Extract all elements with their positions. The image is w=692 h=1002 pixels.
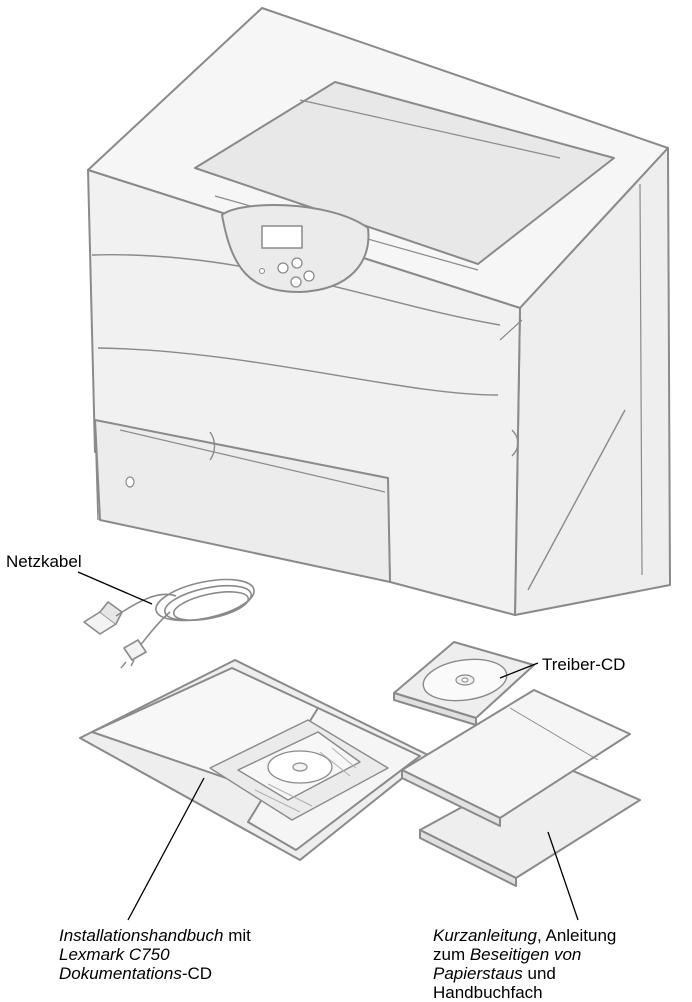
install-guide-title: Installationshandbuch [59, 926, 224, 945]
leader-line-power-cord [77, 571, 153, 605]
quick-reference-line-1-rest: , Anleitung [536, 926, 617, 945]
install-guide-product-name: Lexmark C750 [59, 945, 170, 964]
driver-cd-label-text: Treiber-CD [542, 655, 626, 674]
driver-cd-label: Treiber-CD [542, 655, 625, 674]
quick-reference-jams-title: Papierstaus [433, 964, 523, 983]
quick-reference-label: Kurzanleitung, Anleitung zum Beseitigen … [433, 926, 616, 1002]
install-guide-line-2: Lexmark C750 [59, 945, 251, 964]
power-cord-illustration [83, 578, 255, 669]
quick-reference-line-2: zum Beseitigen von [433, 945, 616, 964]
leader-line-quick-reference [547, 831, 579, 921]
quick-reference-line-1: Kurzanleitung, Anleitung [433, 926, 616, 945]
power-cord-label-text: Netzkabel [6, 552, 82, 571]
install-guide-line-3: Dokumentations-CD [59, 964, 251, 983]
quick-reference-manual-holder: Handbuchfach [433, 983, 543, 1002]
quick-reference-line-3-rest: und [522, 964, 556, 983]
quick-reference-clearing-title: Beseitigen von [469, 945, 582, 964]
documentation-booklet-illustration [79, 659, 431, 861]
install-guide-label: Installationshandbuch mit Lexmark C750 D… [59, 926, 251, 983]
install-guide-line-1: Installationshandbuch mit [59, 926, 251, 945]
quick-reference-line-3: Papierstaus und [433, 964, 616, 983]
printer-illustration [87, 7, 671, 616]
driver-cd-illustration [393, 641, 535, 726]
leader-line-driver-cd [499, 662, 539, 679]
quick-reference-line-4: Handbuchfach [433, 983, 616, 1002]
quick-reference-leaflets-illustration [401, 689, 641, 887]
install-guide-line-1-rest: mit [223, 926, 251, 945]
leader-line-install-guide [127, 777, 205, 921]
install-guide-doc-cd-name: Dokumentations [59, 964, 182, 983]
quick-reference-line-2-plain: zum [433, 945, 470, 964]
quick-reference-title: Kurzanleitung [433, 926, 537, 945]
install-guide-line-3-rest: -CD [181, 964, 213, 983]
power-cord-label: Netzkabel [6, 552, 82, 571]
